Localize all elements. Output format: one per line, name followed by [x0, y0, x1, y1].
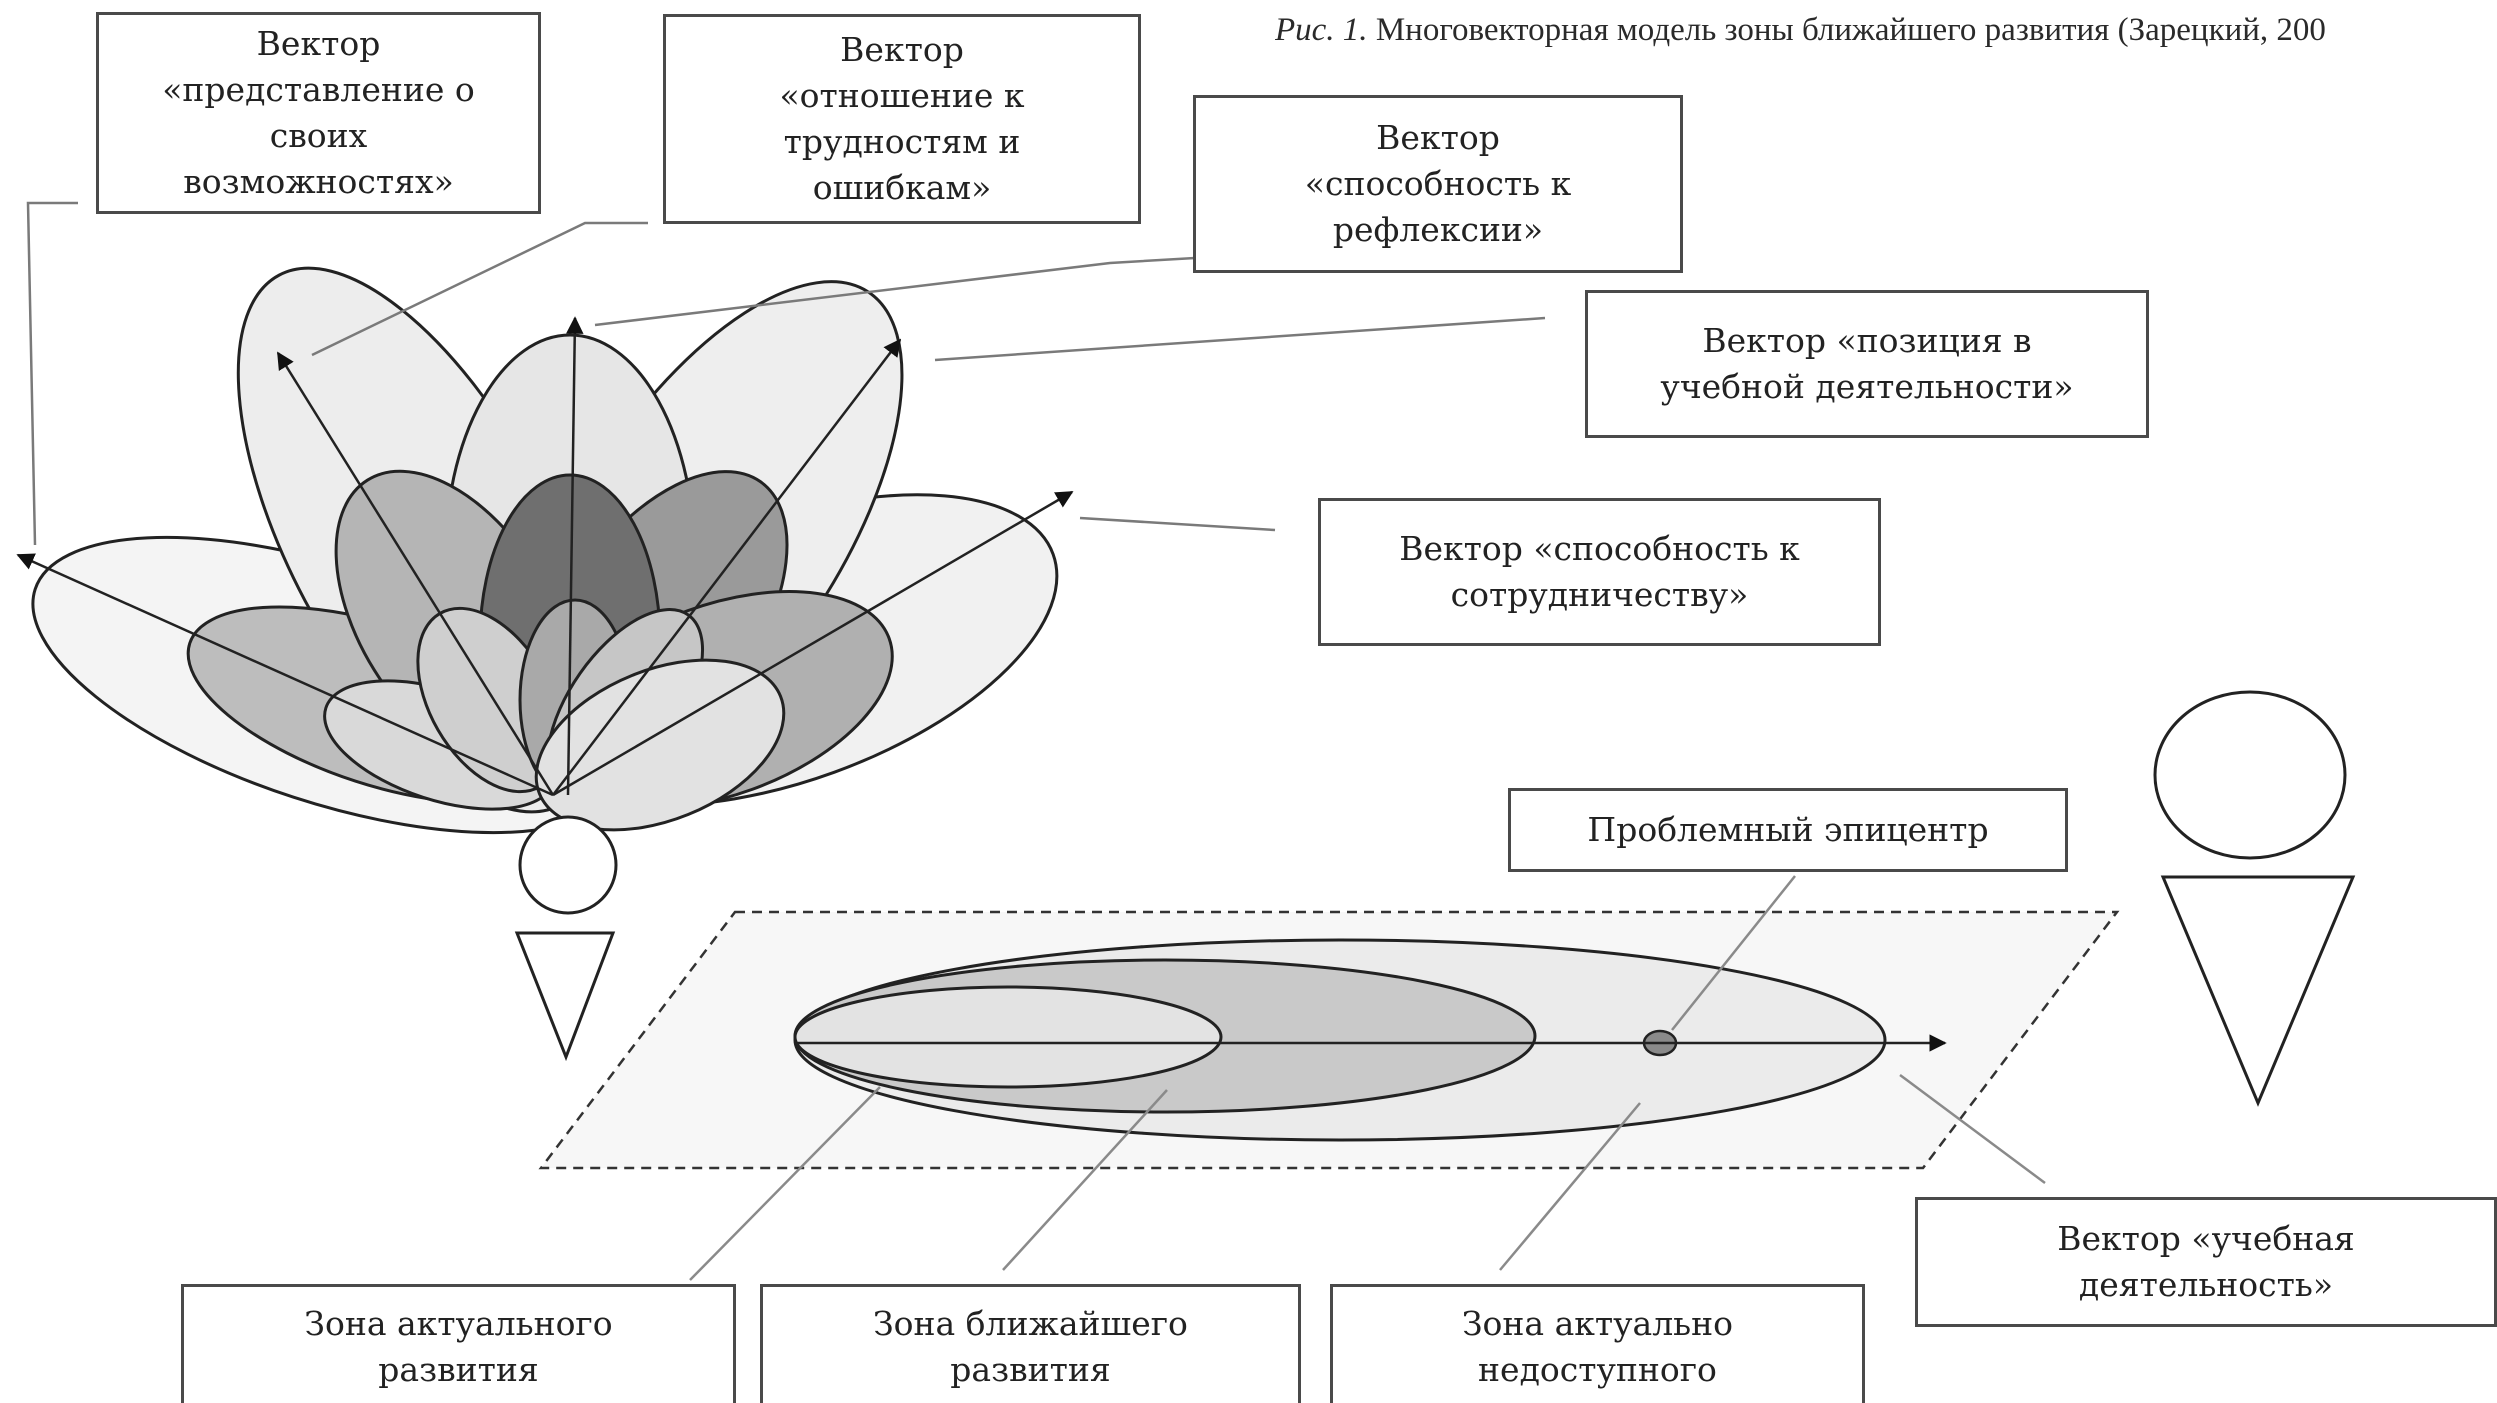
learning-plane [538, 910, 2120, 1170]
label-text: Зона ближайшего развития [873, 1304, 1188, 1389]
label-text: Вектор «учебная деятельность» [2057, 1219, 2355, 1304]
leader-lines [26, 201, 1546, 546]
zone-actual-ellipse [793, 985, 1223, 1089]
label-zone-unreachable: Зона актуально недоступного [1330, 1284, 1865, 1403]
leader-possibilities [26, 201, 78, 546]
label-text: Проблемный эпицентр [1587, 810, 1989, 849]
leader-zone-actual [689, 1086, 881, 1281]
adult-head [2153, 690, 2347, 860]
leader-cooperation [1079, 516, 1276, 532]
label-vector-cooperation: Вектор «способность к сотрудничеству» [1318, 498, 1881, 646]
label-vector-reflection: Вектор «способность к рефлексии» [1193, 95, 1683, 273]
flower-axes [16, 316, 1074, 797]
figure-title: Многовекторная модель зоны ближайшего ра… [1367, 12, 2326, 48]
child-figure [514, 815, 618, 1062]
label-vector-learning: Вектор «учебная деятельность» [1915, 1197, 2497, 1327]
label-text: Вектор «способность к сотрудничеству» [1399, 529, 1800, 614]
label-zone-actual: Зона актуального развития [181, 1284, 736, 1403]
adult-figure [2153, 690, 2356, 1107]
leader-difficulties [311, 221, 648, 357]
label-vector-difficulties: Вектор «отношение к трудностям и ошибкам… [663, 14, 1141, 224]
petal-cooperation-inner [534, 658, 786, 832]
axis-possibilities [16, 553, 554, 797]
axis-cooperation [552, 490, 1074, 797]
leader-reflection [594, 256, 1196, 327]
leader-learning [1899, 1073, 2046, 1185]
vector-flower [31, 266, 1059, 835]
leader-zone-proximal [1002, 1089, 1168, 1271]
figure-number: Рис. 1. [1275, 12, 1368, 48]
label-text: Вектор «представление о своих возможност… [162, 24, 475, 201]
leader-epicenter [1671, 875, 1796, 1031]
label-vector-position: Вектор «позиция в учебной деятельности» [1585, 290, 2149, 438]
label-vector-possibilities: Вектор «представление о своих возможност… [96, 12, 541, 214]
leader-position [934, 316, 1546, 362]
axis-difficulties [276, 351, 555, 796]
label-zone-proximal: Зона ближайшего развития [760, 1284, 1301, 1403]
label-text: Зона актуального развития [304, 1304, 613, 1389]
label-problem-epicenter: Проблемный эпицентр [1508, 788, 2068, 872]
plane-leader-lines [689, 875, 2046, 1281]
leader-zone-unreachable [1499, 1102, 1641, 1271]
label-text: Вектор «позиция в учебной деятельности» [1660, 321, 2074, 406]
child-body [514, 931, 616, 1062]
label-text: Вектор «способность к рефлексии» [1304, 118, 1572, 249]
label-text: Зона актуально недоступного [1461, 1304, 1734, 1389]
figure-caption: Рис. 1. Многовекторная модель зоны ближа… [1275, 8, 2497, 52]
axis-position [552, 338, 902, 796]
axis-reflection [566, 316, 584, 796]
child-head [518, 815, 618, 915]
label-text: Вектор «отношение к трудностям и ошибкам… [779, 30, 1025, 207]
adult-body [2160, 875, 2356, 1107]
